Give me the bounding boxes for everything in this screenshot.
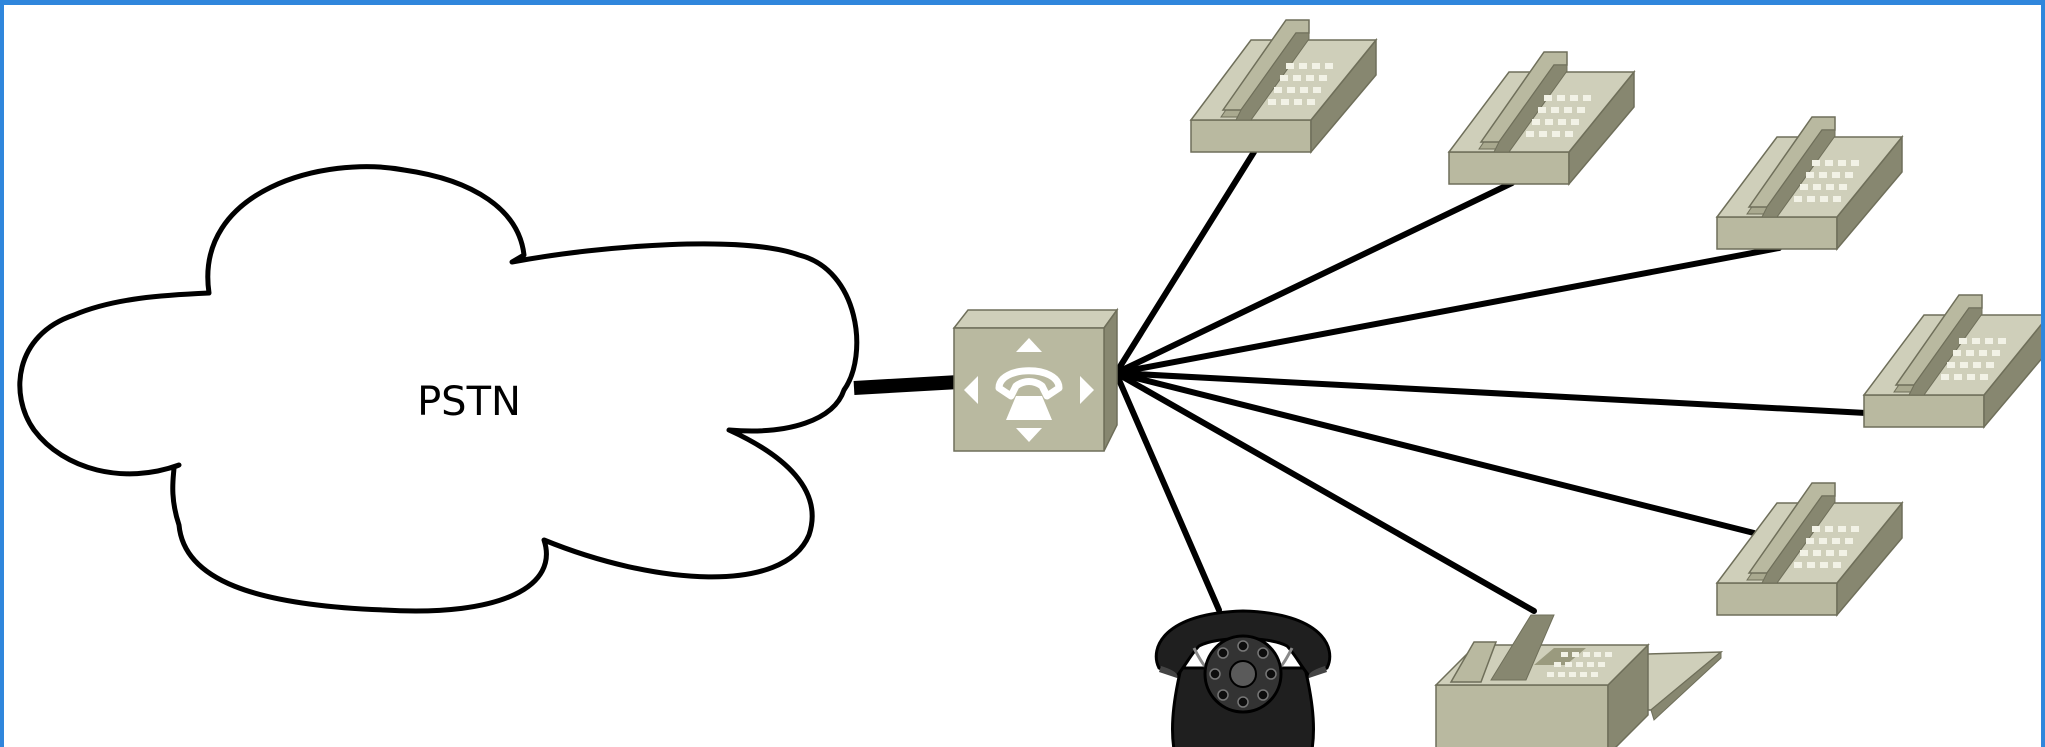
- desk-phone-icon: [1717, 483, 1902, 615]
- link-fax: [1116, 373, 1534, 611]
- desk-phone-icon: [1717, 117, 1902, 249]
- rotary-phone-icon: [1156, 611, 1329, 747]
- link-ip-phone-4: [1116, 373, 1866, 413]
- ip-phone-1: [1191, 20, 1376, 152]
- fax-machine: [1436, 615, 1721, 747]
- desk-phone-icon: [1449, 52, 1634, 184]
- telephony-network-diagram: PSTN: [4, 5, 2045, 747]
- pstn-cloud: PSTN: [20, 167, 857, 611]
- desk-phone-icon: [1191, 20, 1376, 152]
- link-ip-phone-3: [1116, 248, 1779, 373]
- desk-phone-icon: [1864, 295, 2045, 427]
- fax-machine-icon: [1436, 615, 1721, 747]
- rotary-phone: [1156, 611, 1329, 747]
- ip-phone-4: [1864, 295, 2045, 427]
- pbx-switch: [954, 310, 1117, 451]
- ip-phone-2: [1449, 52, 1634, 184]
- ip-phone-5: [1717, 483, 1902, 615]
- pstn-label: PSTN: [417, 379, 521, 425]
- ip-phone-3: [1717, 117, 1902, 249]
- trunk-link-pstn-pbx: [854, 382, 959, 388]
- link-ip-phone-5: [1116, 373, 1754, 533]
- link-rotary-phone: [1116, 373, 1219, 610]
